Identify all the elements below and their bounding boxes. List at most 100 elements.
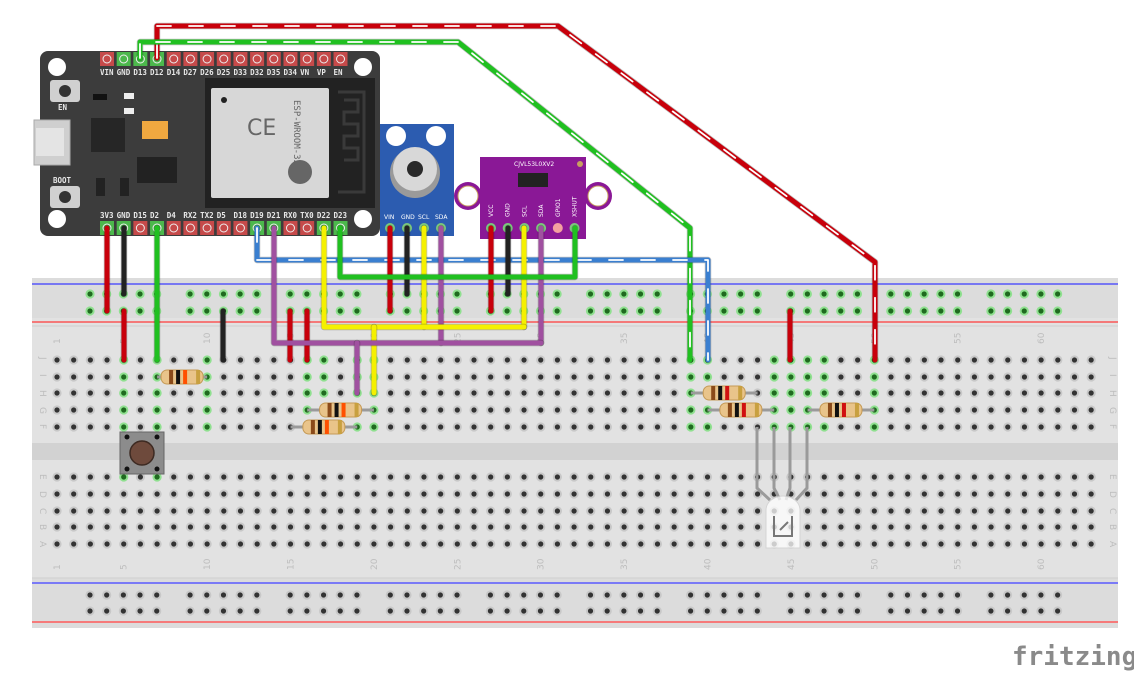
breadboard-hole[interactable] [988,508,994,514]
rail-hole[interactable] [988,308,994,314]
breadboard-hole[interactable] [54,524,60,530]
breadboard-hole[interactable] [237,524,244,530]
breadboard-hole[interactable] [1038,491,1044,497]
breadboard-hole[interactable] [454,541,460,547]
breadboard-hole[interactable] [1088,524,1094,530]
breadboard-hole[interactable] [137,357,143,363]
rail-hole[interactable] [938,308,944,314]
breadboard-hole[interactable] [337,524,344,530]
breadboard-hole[interactable] [1055,357,1061,363]
breadboard-hole[interactable] [855,541,861,547]
rail-hole[interactable] [1004,592,1011,598]
rail-hole[interactable] [437,608,443,614]
esp32-pin-d35[interactable] [266,52,281,66]
breadboard-hole[interactable] [304,508,310,514]
breadboard-hole[interactable] [471,357,477,363]
breadboard-hole[interactable] [388,508,394,514]
breadboard-hole[interactable] [1021,424,1028,430]
breadboard-hole[interactable] [721,374,727,380]
breadboard-hole[interactable] [521,541,527,547]
breadboard-hole[interactable] [588,508,594,514]
breadboard-hole[interactable] [421,491,427,497]
breadboard-hole[interactable] [137,474,143,480]
breadboard-hole[interactable] [888,390,894,396]
breadboard-hole[interactable] [1055,374,1061,380]
breadboard-hole[interactable] [538,390,544,396]
breadboard-hole[interactable] [1055,524,1061,530]
breadboard-hole[interactable] [104,374,110,380]
breadboard-hole[interactable] [1005,407,1011,413]
breadboard-hole[interactable] [521,407,527,413]
rail-hole[interactable] [454,308,460,314]
rail-hole[interactable] [804,592,810,598]
rail-hole[interactable] [587,608,594,614]
rail-hole[interactable] [554,308,560,314]
rail-hole[interactable] [504,308,510,314]
breadboard-hole[interactable] [488,541,494,547]
breadboard-hole[interactable] [471,508,477,514]
rail-hole[interactable] [204,608,210,614]
breadboard-hole[interactable] [538,474,544,480]
breadboard-hole[interactable] [604,407,611,413]
breadboard-hole[interactable] [71,508,77,514]
breadboard-hole[interactable] [1005,508,1011,514]
breadboard-hole[interactable] [221,491,227,497]
breadboard-hole[interactable] [588,541,594,547]
rail-hole[interactable] [1038,592,1044,598]
breadboard-hole[interactable] [354,508,360,514]
breadboard-hole[interactable] [1038,541,1044,547]
breadboard-hole[interactable] [237,374,244,380]
breadboard-hole[interactable] [704,491,711,497]
breadboard-hole[interactable] [704,541,711,547]
rail-hole[interactable] [154,608,160,614]
breadboard-hole[interactable] [604,390,611,396]
breadboard-hole[interactable] [971,390,978,396]
rail-hole[interactable] [888,291,894,297]
rail-hole[interactable] [220,592,227,598]
breadboard-hole[interactable] [104,390,110,396]
breadboard-hole[interactable] [154,491,160,497]
rail-hole[interactable] [721,592,727,598]
breadboard-hole[interactable] [1005,357,1011,363]
breadboard-hole[interactable] [404,524,410,530]
breadboard-hole[interactable] [1038,524,1044,530]
breadboard-hole[interactable] [938,508,944,514]
breadboard-hole[interactable] [988,524,994,530]
breadboard-hole[interactable] [971,491,978,497]
breadboard-hole[interactable] [888,541,894,547]
breadboard-hole[interactable] [588,407,594,413]
breadboard-hole[interactable] [154,407,160,413]
breadboard-hole[interactable] [187,491,194,497]
breadboard-hole[interactable] [921,357,927,363]
breadboard-hole[interactable] [454,390,460,396]
breadboard-hole[interactable] [855,524,861,530]
breadboard-hole[interactable] [304,474,310,480]
breadboard-hole[interactable] [471,474,477,480]
rail-hole[interactable] [721,608,727,614]
resistor-r6[interactable] [819,402,863,418]
breadboard-hole[interactable] [121,491,127,497]
breadboard-hole[interactable] [371,524,377,530]
breadboard-hole[interactable] [938,491,944,497]
breadboard-hole[interactable] [371,541,377,547]
rail-hole[interactable] [754,308,760,314]
breadboard-hole[interactable] [588,474,594,480]
breadboard-hole[interactable] [54,474,60,480]
esp32-pin-rx0[interactable] [283,221,298,235]
rail-hole[interactable] [354,592,360,598]
breadboard-hole[interactable] [704,474,711,480]
breadboard-hole[interactable] [938,374,944,380]
breadboard-hole[interactable] [321,541,327,547]
rail-hole[interactable] [404,592,410,598]
breadboard-hole[interactable] [905,508,911,514]
rail-hole[interactable] [804,308,810,314]
rail-hole[interactable] [621,308,627,314]
breadboard-hole[interactable] [955,407,961,413]
breadboard-hole[interactable] [504,474,510,480]
breadboard-hole[interactable] [454,491,460,497]
breadboard-hole[interactable] [287,491,294,497]
rail-hole[interactable] [921,308,927,314]
breadboard-hole[interactable] [1038,474,1044,480]
breadboard-hole[interactable] [54,491,60,497]
breadboard-hole[interactable] [438,524,444,530]
